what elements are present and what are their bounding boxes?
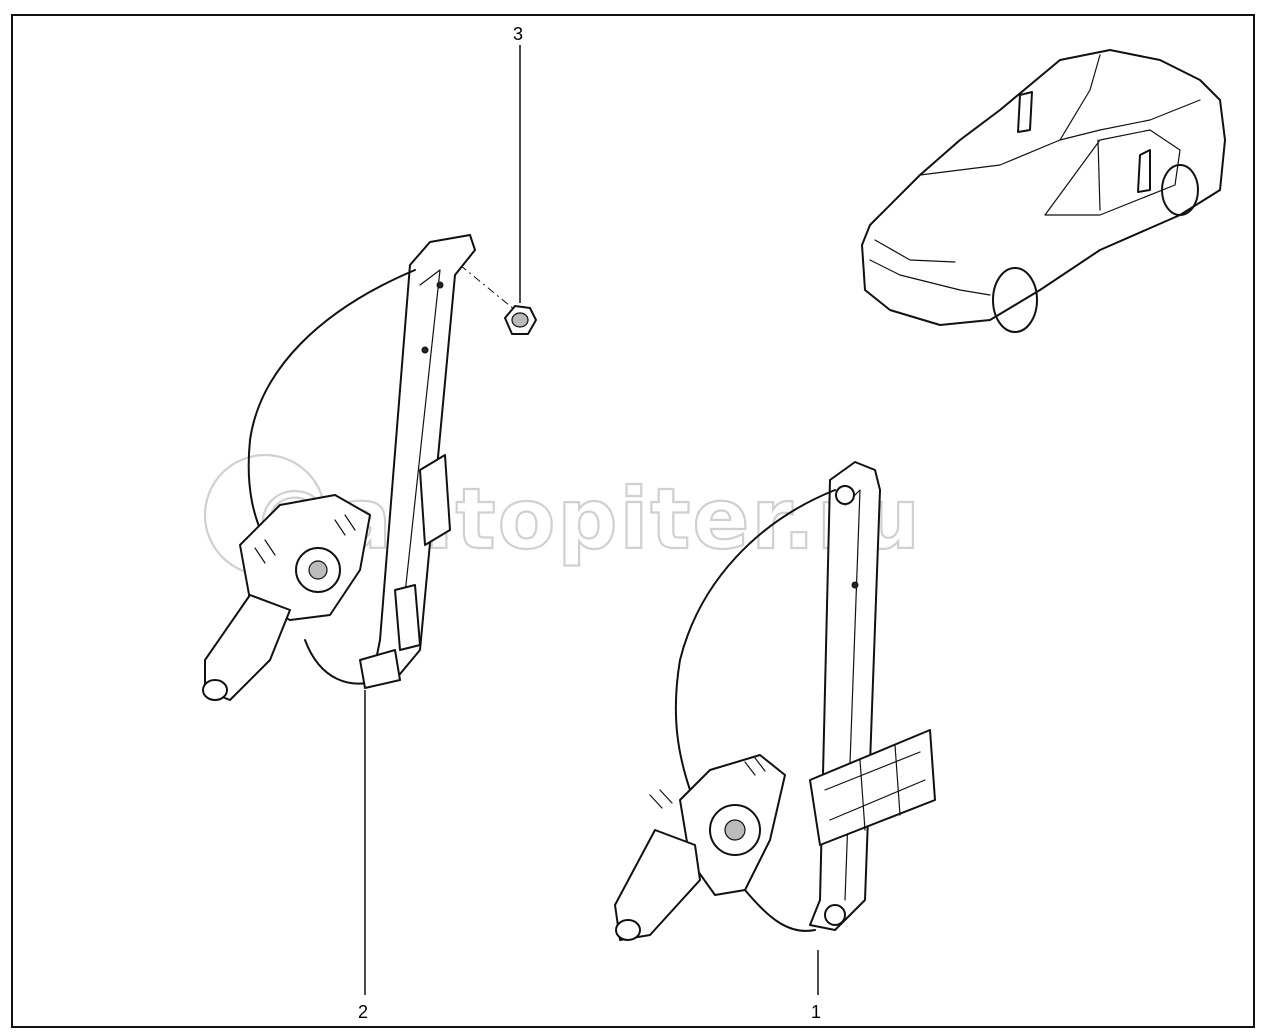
diagram-border bbox=[11, 14, 1255, 1028]
part-2-window-regulator-front bbox=[202, 234, 476, 701]
regulator-2-cable-upper bbox=[247, 269, 416, 541]
regulator-2-rail-hole bbox=[436, 281, 444, 289]
regulator-2-rail-edge bbox=[399, 269, 441, 641]
part-1-window-regulator-rear bbox=[614, 461, 936, 941]
nut-hole bbox=[511, 312, 529, 328]
regulator-2-gear-teeth bbox=[254, 514, 356, 564]
regulator-2-bottom-slider bbox=[359, 649, 401, 689]
regulator-1-upper-pulley bbox=[835, 485, 855, 505]
car-front-bumper bbox=[869, 259, 991, 296]
regulator-1-motor-housing bbox=[614, 829, 701, 941]
regulator-2-rail-hole-2 bbox=[421, 346, 429, 354]
regulator-1-lower-pulley bbox=[824, 904, 846, 926]
part-3-nut bbox=[459, 264, 537, 335]
car-grille bbox=[874, 239, 956, 263]
regulator-1-carrier-ribs bbox=[824, 744, 926, 831]
car-door-line bbox=[1097, 139, 1101, 211]
car-side-windows bbox=[1044, 129, 1181, 216]
car-windshield bbox=[919, 54, 1101, 176]
callout-1-label: 1 bbox=[811, 1002, 821, 1022]
regulator-1-cable-upper bbox=[674, 489, 836, 791]
regulator-2-glass-clip bbox=[419, 454, 451, 546]
regulator-2-lower-bracket bbox=[394, 584, 421, 651]
callout-2-label: 2 bbox=[358, 1002, 368, 1022]
regulator-1-cable-lower bbox=[744, 889, 816, 932]
regulator-1-rail-hole bbox=[851, 581, 859, 589]
car-window-regulator-marker-front bbox=[1017, 91, 1033, 133]
regulator-2-motor-end bbox=[202, 679, 228, 701]
car-roofline bbox=[1059, 99, 1201, 141]
regulator-2-rail bbox=[374, 234, 476, 681]
nut-axis-line bbox=[459, 264, 516, 311]
regulator-2-drum-hub bbox=[308, 560, 328, 580]
car-window-regulator-marker-rear bbox=[1137, 149, 1151, 193]
car-front-wheel bbox=[992, 267, 1038, 333]
callout-3-label: 3 bbox=[513, 24, 523, 44]
car-rear-wheel bbox=[1161, 164, 1199, 216]
car-illustration bbox=[861, 49, 1226, 333]
regulator-1-gear-teeth bbox=[649, 757, 766, 809]
regulator-1-motor-end bbox=[615, 919, 641, 941]
regulator-1-drum-hub bbox=[724, 819, 746, 841]
car-body-outline bbox=[861, 49, 1226, 326]
